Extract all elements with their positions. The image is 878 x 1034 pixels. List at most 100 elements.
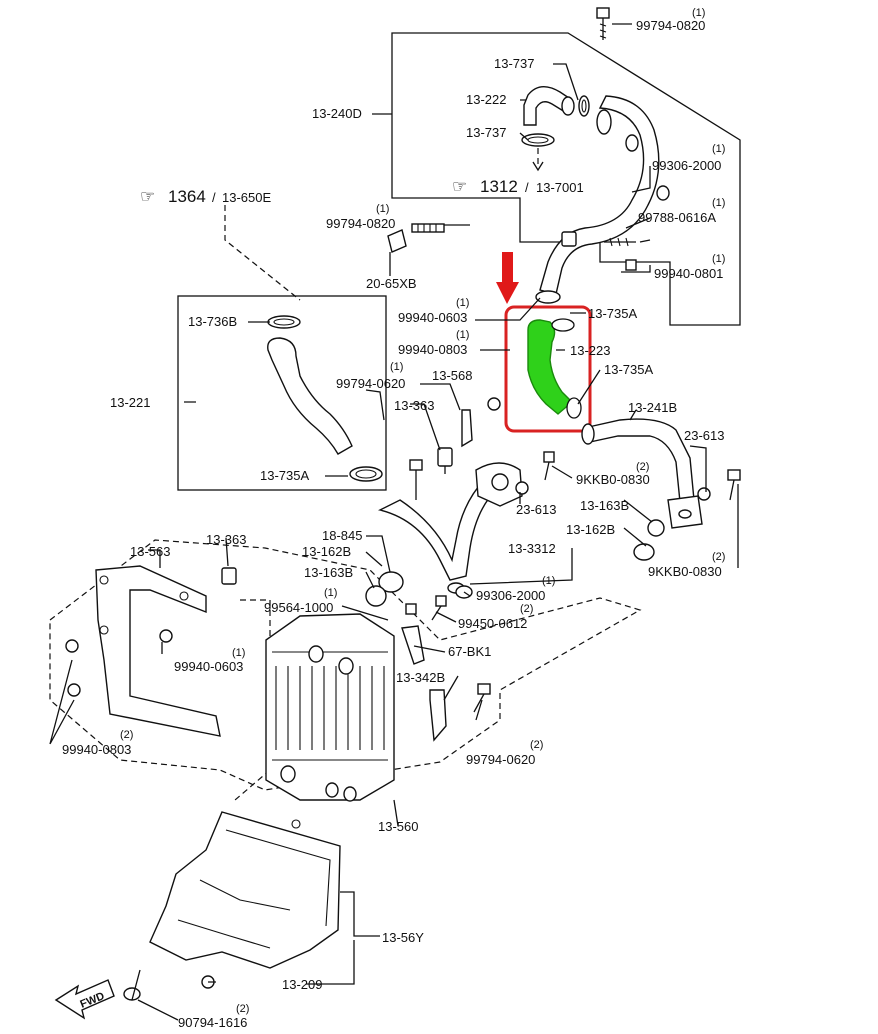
label-99306-a-qty: (1) bbox=[712, 143, 725, 155]
label-99940-c-qty: (1) bbox=[456, 329, 469, 341]
ref-1364-leader bbox=[224, 205, 301, 301]
label-bolt-top: 99794-0820 bbox=[636, 18, 705, 33]
bolt-9kkb0-b-icon bbox=[727, 469, 741, 501]
pipe-13-3312-icon bbox=[377, 462, 523, 594]
label-99940-a: 99940-0801 bbox=[654, 266, 723, 281]
label-13-363-a: 13-363 bbox=[394, 398, 434, 413]
label-99940-d: 99940-0603 bbox=[174, 659, 243, 674]
label-13-735a-top: 13-735A bbox=[588, 306, 637, 321]
gasket-13-162b-icon bbox=[378, 571, 404, 593]
bolt-top-icon bbox=[596, 7, 610, 40]
hose-13-221-group-box bbox=[177, 295, 387, 491]
ref-1312-code: 13-7001 bbox=[536, 180, 584, 195]
stud-99788-icon bbox=[604, 237, 636, 247]
label-99794-c: 99794-0620 bbox=[336, 376, 405, 391]
hose-13-223-highlighted bbox=[527, 318, 582, 419]
label-99306-b-qty: (1) bbox=[542, 575, 555, 587]
label-99940-d-qty: (1) bbox=[232, 647, 245, 659]
label-99794-d: 99794-0620 bbox=[466, 752, 535, 767]
label-9kkb0-a: 9KKB0-0830 bbox=[576, 472, 650, 487]
label-90794: 90794-1616 bbox=[178, 1015, 247, 1030]
oring-13-162b-right-icon bbox=[633, 543, 655, 561]
bolt-9kkb0-a-icon bbox=[543, 451, 555, 481]
ref-1364-code: 13-650E bbox=[222, 190, 271, 205]
label-99940-b: 99940-0603 bbox=[398, 310, 467, 325]
label-13-3312: 13-3312 bbox=[508, 541, 556, 556]
label-99564: 99564-1000 bbox=[264, 600, 333, 615]
label-13-222: 13-222 bbox=[466, 92, 506, 107]
label-13-163b-b: 13-163B bbox=[304, 565, 353, 580]
label-13-735a-mid: 13-735A bbox=[604, 362, 653, 377]
label-99794-c-qty: (1) bbox=[390, 361, 403, 373]
leaders bbox=[49, 63, 739, 1021]
label-20-65xb: 20-65XB bbox=[366, 276, 417, 291]
label-99794-d-qty: (2) bbox=[530, 739, 543, 751]
air-guide-13-56y-icon bbox=[149, 811, 341, 969]
label-99306-b: 99306-2000 bbox=[476, 588, 545, 603]
bolt-99794-0620-lower-icon bbox=[473, 683, 491, 713]
ref-1364-num: 1364 bbox=[168, 187, 206, 206]
bolt-90794-icon bbox=[123, 969, 141, 1001]
label-13-162b-b: 13-162B bbox=[302, 544, 351, 559]
gasket-23-613b-icon bbox=[515, 481, 529, 495]
label-18-845: 18-845 bbox=[322, 528, 362, 543]
label-9kkb0-a-qty: (2) bbox=[636, 461, 649, 473]
label-bolt-top-qty: (1) bbox=[692, 7, 705, 19]
label-23-613-b: 23-613 bbox=[516, 502, 556, 517]
label-99794-b-qty: (1) bbox=[376, 203, 389, 215]
label-23-613-a: 23-613 bbox=[684, 428, 724, 443]
bolt-99794-0620-upper-icon bbox=[409, 459, 423, 500]
label-13-163b-a: 13-163B bbox=[580, 498, 629, 513]
sensor-13-363-upper-icon bbox=[437, 447, 453, 474]
sensor-13-363-lower-icon bbox=[221, 567, 237, 585]
hose-13-221-icon bbox=[267, 315, 383, 482]
highlight-box bbox=[504, 305, 592, 433]
label-13-240d: 13-240D bbox=[312, 106, 362, 121]
label-13-737-b: 13-737 bbox=[466, 125, 506, 140]
hose-13-222-icon bbox=[523, 86, 575, 126]
label-67-bk1: 67-BK1 bbox=[448, 644, 491, 659]
fwd-arrow-icon: FWD bbox=[54, 979, 115, 1020]
lower-assembly-dashed-box bbox=[49, 539, 642, 791]
label-13-342b: 13-342B bbox=[396, 670, 445, 685]
clamp-13-737-upper-icon bbox=[578, 95, 590, 117]
ref-1364-slash: / bbox=[212, 190, 216, 205]
label-13-221: 13-221 bbox=[110, 395, 150, 410]
bracket-67-bk1-icon bbox=[401, 625, 425, 665]
label-99306-a: 99306-2000 bbox=[652, 158, 721, 173]
clamp-13-737-lower-icon bbox=[521, 133, 555, 147]
label-99450-qty: (2) bbox=[520, 603, 533, 615]
label-99940-a-qty: (1) bbox=[712, 253, 725, 265]
label-9kkb0-b-qty: (2) bbox=[712, 551, 725, 563]
label-99940-e-qty: (2) bbox=[120, 729, 133, 741]
nut-99940-0803-icon bbox=[65, 639, 81, 697]
bolt-99450-icon bbox=[405, 595, 447, 621]
label-13-563: 13-563 bbox=[130, 544, 170, 559]
intercooler-dashed-outline bbox=[234, 599, 271, 801]
clamp-13-735a-upper-icon bbox=[535, 290, 561, 304]
label-99940-e: 99940-0803 bbox=[62, 742, 131, 757]
label-13-209: 13-209 bbox=[282, 977, 322, 992]
bracket-13-342b-icon bbox=[429, 689, 447, 742]
label-90794-qty: (2) bbox=[236, 1003, 249, 1015]
label-13-363-b: 13-363 bbox=[206, 532, 246, 547]
bracket-13-563-icon bbox=[95, 565, 221, 737]
label-9kkb0-b: 9KKB0-0830 bbox=[648, 564, 722, 579]
gasket-13-163b-right-icon bbox=[647, 519, 665, 537]
bracket-13-568-icon bbox=[461, 397, 501, 448]
nut-99940-0603-icon bbox=[159, 629, 173, 643]
label-13-735a-low: 13-735A bbox=[260, 468, 309, 483]
label-13-56y: 13-56Y bbox=[382, 930, 424, 945]
label-99794-b: 99794-0820 bbox=[326, 216, 395, 231]
label-99564-qty: (1) bbox=[324, 587, 337, 599]
label-13-162b-a: 13-162B bbox=[566, 522, 615, 537]
upper-pipe-group-box bbox=[391, 32, 741, 326]
label-99450: 99450-0612 bbox=[458, 616, 527, 631]
label-99788-qty: (1) bbox=[712, 197, 725, 209]
label-13-737-a: 13-737 bbox=[494, 56, 534, 71]
pipe-13-241b-icon bbox=[581, 418, 703, 529]
label-13-560: 13-560 bbox=[378, 819, 418, 834]
intercooler-13-560-icon bbox=[265, 613, 395, 802]
label-99788: 99788-0616A bbox=[638, 210, 716, 225]
